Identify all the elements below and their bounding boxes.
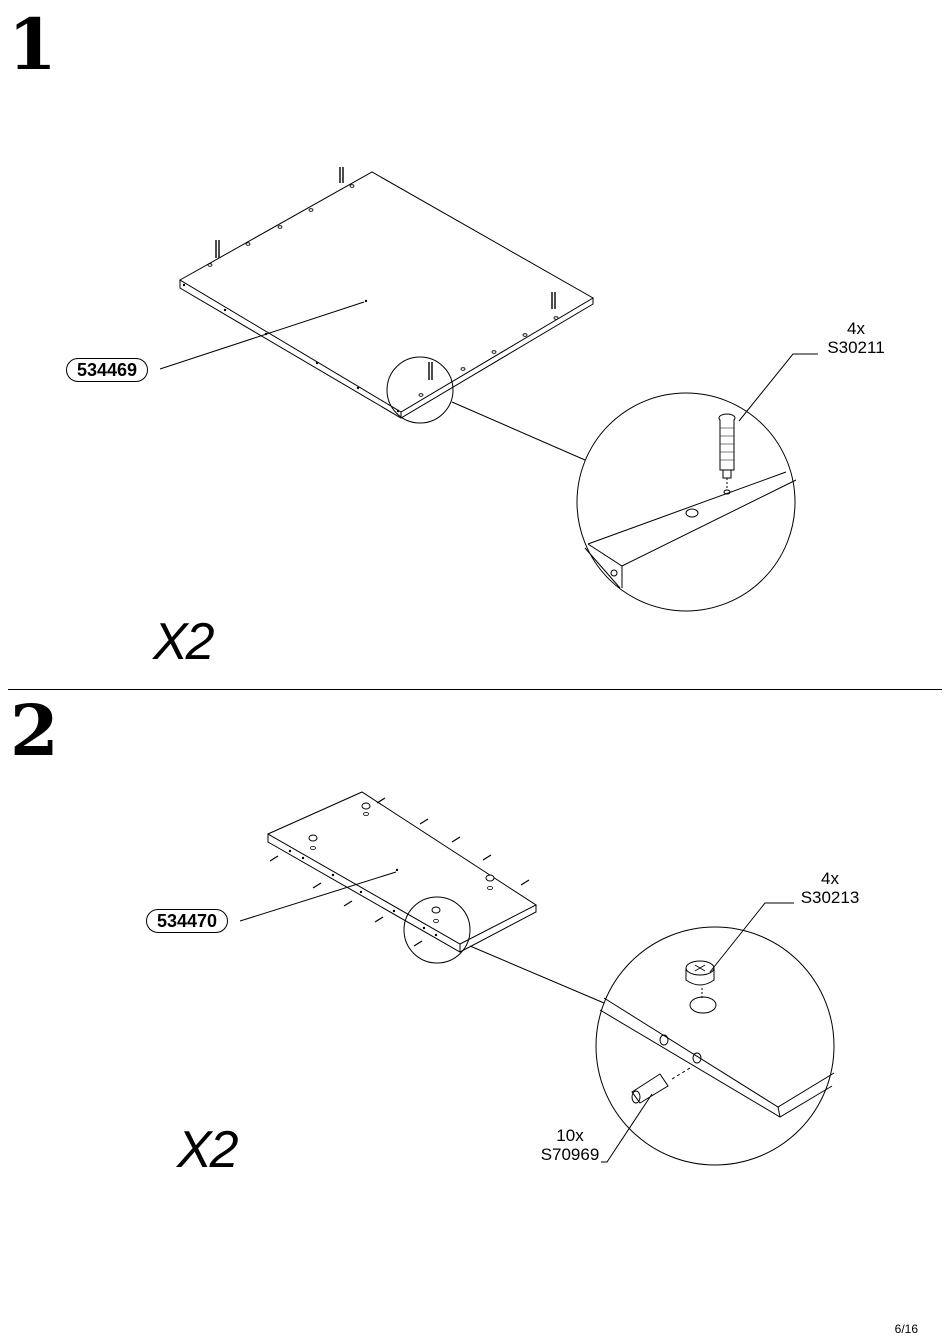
hardware-code: S70969 [532,1146,608,1165]
hardware-callout: 4x S30213 [792,870,868,907]
step-number: 1 [8,10,57,80]
dowel-icon [632,1074,668,1103]
step-divider [8,689,942,690]
quantity-multiplier: X2 [153,612,213,672]
hardware-quantity: 10x [532,1127,608,1146]
hardware-quantity: 4x [818,320,894,339]
step-number: 2 [10,696,59,766]
part-number-label: 534470 [146,909,228,933]
bolt-icon [719,414,735,478]
hardware-callout: 4x S30211 [818,320,894,357]
cam-lock-icon [686,961,714,985]
page-number: 6/16 [895,1322,918,1336]
hardware-code: S30211 [818,339,894,358]
step1-panel-drawing [180,167,593,460]
step2-panel-drawing [268,792,604,1003]
hardware-code: S30213 [792,889,868,908]
hardware-quantity: 4x [792,870,868,889]
step1-detail-view [577,354,818,611]
part-number-label: 534469 [66,358,148,382]
quantity-multiplier: X2 [177,1120,237,1180]
hardware-callout: 10x S70969 [532,1127,608,1164]
step2-detail-view [596,903,834,1165]
